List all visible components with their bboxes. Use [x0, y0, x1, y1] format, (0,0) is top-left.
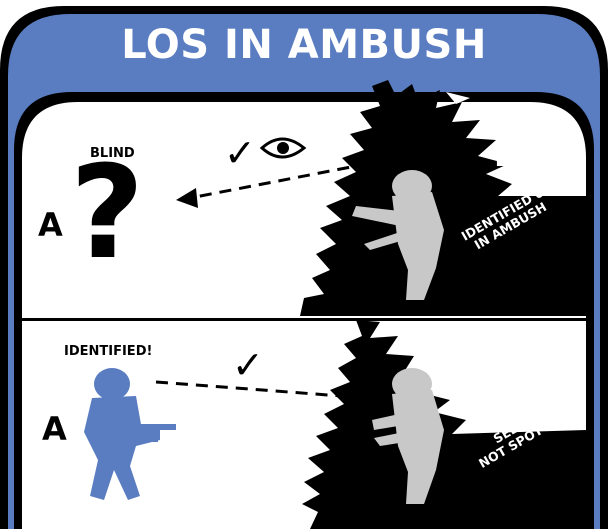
- panel-divider: [22, 318, 586, 321]
- page-title: LOS IN AMBUSH: [0, 22, 608, 68]
- letter-a-top: A: [38, 206, 63, 244]
- check-icon: ✓: [224, 134, 256, 172]
- check-icon-bottom: ✓: [232, 346, 264, 384]
- letter-a-bottom: A: [42, 410, 67, 448]
- letter-b-bottom: B: [494, 336, 518, 374]
- letter-b-top: B: [494, 136, 518, 174]
- question-mark-icon: ?: [70, 150, 144, 278]
- status-identified-label: IDENTIFIED!: [64, 344, 152, 359]
